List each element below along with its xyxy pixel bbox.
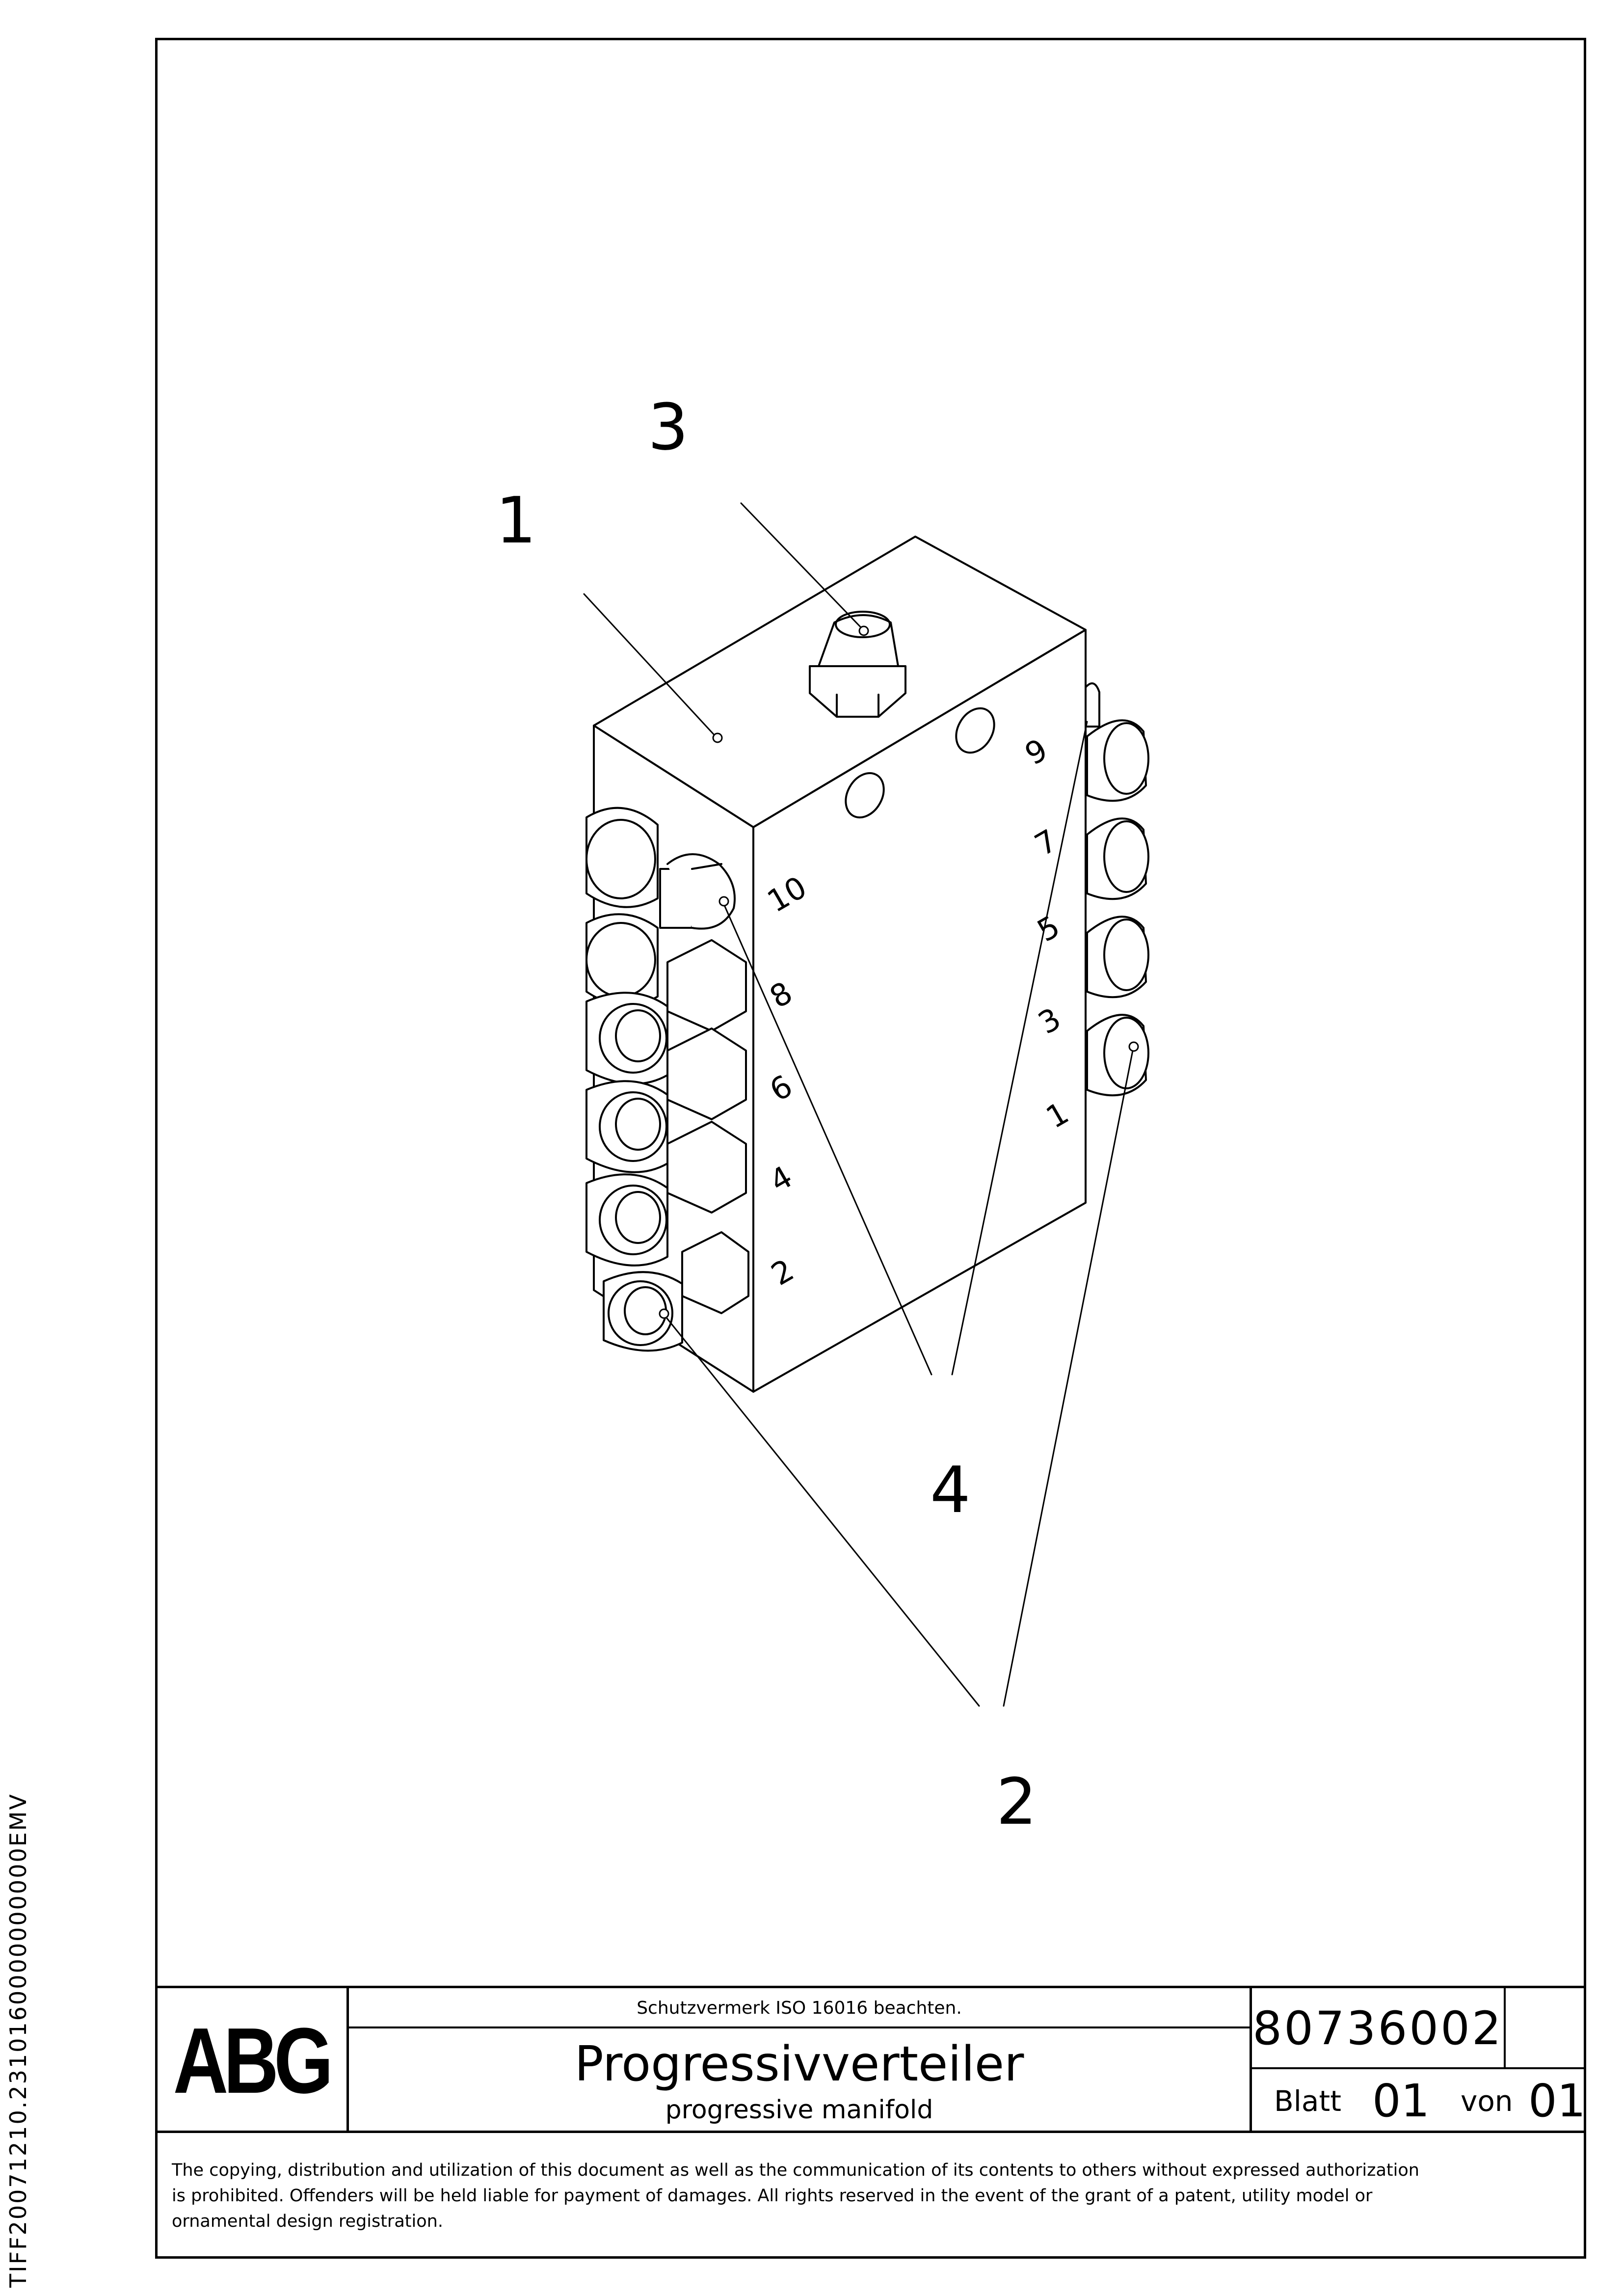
drawing-frame — [155, 38, 1586, 2259]
callout-1: 1 — [496, 483, 536, 558]
leader-lines — [583, 502, 1135, 1707]
right-fittings — [1085, 682, 1149, 1097]
drawing-subtitle: progressive manifold — [665, 2095, 933, 2125]
callout-2: 2 — [996, 1764, 1037, 1839]
sheet-label: Blatt — [1274, 2084, 1341, 2118]
of-label: von — [1461, 2084, 1513, 2118]
legal-line-1: The copying, distribution and utilizatio… — [172, 2161, 1419, 2180]
leader-dots — [659, 625, 1139, 1319]
company-logo: ABG — [155, 1988, 349, 2133]
legal-notice: The copying, distribution and utilizatio… — [172, 2158, 1575, 2234]
legal-line-2: is prohibited. Offenders will be held li… — [172, 2186, 1373, 2206]
protection-note: Schutzvermerk ISO 16016 beachten. — [349, 1988, 1250, 2028]
top-hole-left — [845, 772, 885, 819]
grease-nipple — [809, 611, 906, 718]
title-area: Schutzvermerk ISO 16016 beachten. Progre… — [349, 1988, 1252, 2133]
title-block: ABG Schutzvermerk ISO 16016 beachten. Pr… — [155, 1986, 1586, 2133]
plug-10 — [659, 853, 736, 930]
revision-box — [1506, 1988, 1586, 2069]
drawing-info: 80736002 Blatt 01 von 01 — [1252, 1988, 1586, 2133]
drawing-title: Progressivverteiler — [574, 2036, 1024, 2092]
drawing-number: 80736002 — [1252, 1988, 1506, 2069]
callout-4: 4 — [930, 1453, 971, 1527]
sheet-info: Blatt 01 von 01 — [1252, 2069, 1586, 2133]
sheet-total: 01 — [1528, 2075, 1586, 2127]
logo-text: ABG — [173, 2008, 334, 2113]
top-hole-right — [955, 707, 995, 754]
callout-3: 3 — [648, 390, 689, 464]
sheet-number: 01 — [1372, 2075, 1430, 2127]
left-fittings — [585, 807, 749, 1352]
legal-line-3: ornamental design registration. — [172, 2212, 443, 2231]
